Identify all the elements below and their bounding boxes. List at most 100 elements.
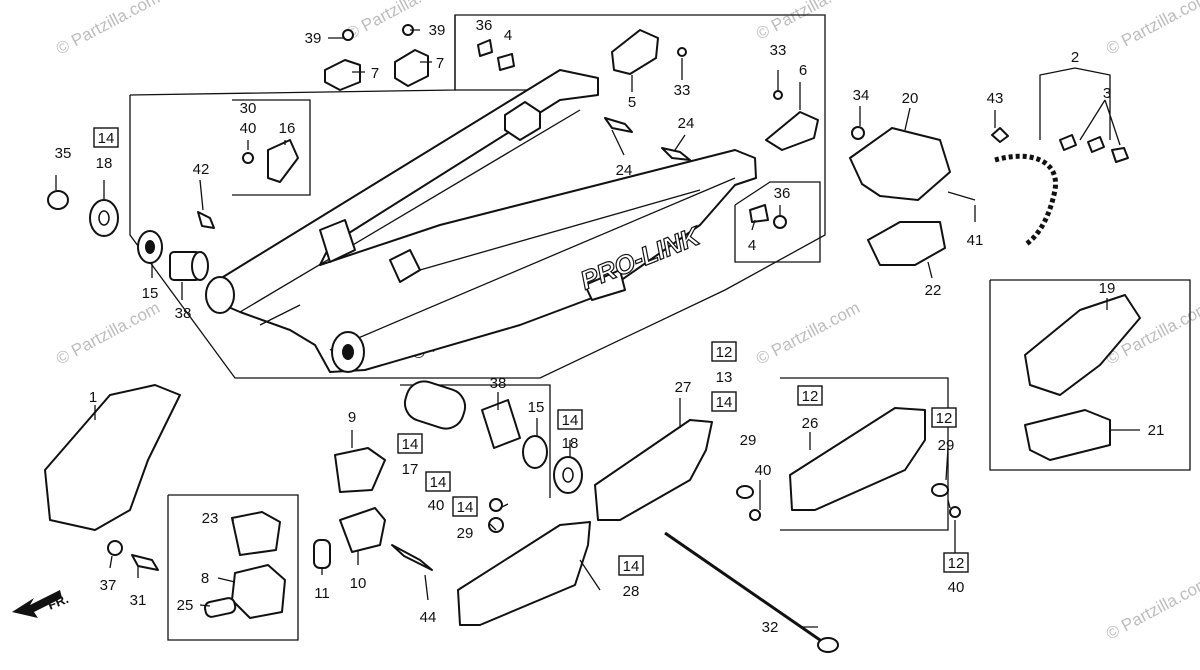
- chain-sliders: [457, 407, 961, 653]
- svg-text:36: 36: [476, 17, 493, 34]
- svg-text:14: 14: [430, 474, 447, 491]
- svg-text:28: 28: [623, 583, 640, 600]
- callout: 11: [314, 585, 330, 602]
- svg-text:6: 6: [799, 62, 807, 79]
- svg-text:40: 40: [755, 462, 772, 479]
- svg-text:39: 39: [429, 22, 446, 39]
- svg-text:14: 14: [623, 558, 640, 575]
- callout: 13: [716, 369, 733, 386]
- callout: 19: [1099, 280, 1116, 297]
- callout-boxed: 14: [452, 496, 478, 517]
- svg-text:40: 40: [240, 120, 257, 137]
- svg-text:19: 19: [1099, 280, 1116, 297]
- svg-text:12: 12: [716, 344, 733, 361]
- svg-text:42: 42: [193, 161, 210, 178]
- svg-text:23: 23: [202, 510, 219, 527]
- callout-boxed: 14: [425, 471, 451, 492]
- svg-text:12: 12: [802, 388, 819, 405]
- callout: 37: [100, 577, 117, 594]
- svg-text:41: 41: [967, 232, 984, 249]
- svg-text:37: 37: [100, 577, 117, 594]
- callout: 28: [623, 583, 640, 600]
- callout: 7: [436, 55, 444, 72]
- callout: 2: [1071, 49, 1079, 66]
- svg-text:14: 14: [402, 436, 419, 453]
- svg-text:25: 25: [177, 597, 194, 614]
- callout: 3: [1103, 85, 1111, 102]
- callout: 29: [740, 432, 757, 449]
- callout: 7: [371, 65, 379, 82]
- svg-text:14: 14: [457, 499, 474, 516]
- svg-text:34: 34: [853, 87, 870, 104]
- callout: 39: [305, 30, 322, 47]
- callout: 18: [562, 435, 579, 452]
- svg-text:30: 30: [240, 100, 257, 117]
- callout: 41: [967, 232, 984, 249]
- callout: 22: [925, 282, 942, 299]
- callout-layer: 39 39 36 4 7 7 5 33 33 6 2 3 34 20 43 30…: [55, 17, 1165, 636]
- group-outlines: [129, 14, 1191, 641]
- callout: 8: [201, 570, 209, 587]
- callout: 21: [1148, 422, 1165, 439]
- svg-text:4: 4: [748, 237, 756, 254]
- callout: 15: [528, 399, 545, 416]
- watermark-layer: © Partzilla.com © Partzilla.com © Partzi…: [53, 0, 1200, 644]
- callout: 40: [240, 120, 257, 137]
- svg-text:5: 5: [628, 94, 636, 111]
- callout-boxed: 12: [931, 407, 957, 428]
- callout-boxed: 12: [797, 385, 823, 406]
- svg-text:39: 39: [305, 30, 322, 47]
- svg-text:40: 40: [428, 497, 445, 514]
- svg-text:43: 43: [987, 90, 1004, 107]
- svg-text:29: 29: [740, 432, 757, 449]
- front-arrow-label: FR.: [46, 591, 71, 613]
- svg-text:33: 33: [770, 42, 787, 59]
- svg-text:38: 38: [490, 375, 507, 392]
- callout: 44: [420, 609, 437, 626]
- leader-lines: [55, 29, 1140, 628]
- svg-text:18: 18: [96, 155, 113, 172]
- callout: 29: [457, 525, 474, 542]
- callout: 20: [902, 90, 919, 107]
- svg-text:8: 8: [201, 570, 209, 587]
- upper-hardware: [242, 24, 819, 229]
- svg-text:32: 32: [762, 619, 779, 636]
- svg-text:36: 36: [774, 185, 791, 202]
- callout: 10: [350, 575, 367, 592]
- watermark: © Partzilla.com: [753, 298, 863, 369]
- svg-text:9: 9: [348, 409, 356, 426]
- callout: 42: [193, 161, 210, 178]
- callout: 24: [616, 162, 633, 179]
- callout-boxed: 14: [93, 127, 119, 148]
- callout-boxed: 14: [711, 391, 737, 412]
- callout: 6: [799, 62, 807, 79]
- svg-text:2: 2: [1071, 49, 1079, 66]
- svg-text:29: 29: [457, 525, 474, 542]
- svg-text:44: 44: [420, 609, 437, 626]
- svg-text:3: 3: [1103, 85, 1111, 102]
- callout-boxed: 14: [618, 555, 644, 576]
- callout: 4: [504, 27, 512, 44]
- callout: 1: [89, 389, 97, 406]
- pivot-collar-parts: [403, 380, 583, 533]
- watermark: © Partzilla.com: [53, 298, 163, 369]
- callout: 39: [429, 22, 446, 39]
- svg-text:35: 35: [55, 145, 72, 162]
- svg-text:15: 15: [142, 285, 159, 302]
- svg-text:7: 7: [371, 65, 379, 82]
- callout: 35: [55, 145, 72, 162]
- svg-text:40: 40: [948, 579, 965, 596]
- callout: 17: [402, 461, 419, 478]
- svg-text:29: 29: [938, 437, 955, 454]
- callout: 33: [674, 82, 691, 99]
- svg-text:26: 26: [802, 415, 819, 432]
- callout-boxed: 14: [397, 433, 423, 454]
- callout: 18: [96, 155, 113, 172]
- svg-text:10: 10: [350, 575, 367, 592]
- swingarm: PRO-LINK: [205, 69, 757, 373]
- svg-text:13: 13: [716, 369, 733, 386]
- callout-boxed: 14: [557, 409, 583, 430]
- callout: 15: [142, 285, 159, 302]
- svg-text:21: 21: [1148, 422, 1165, 439]
